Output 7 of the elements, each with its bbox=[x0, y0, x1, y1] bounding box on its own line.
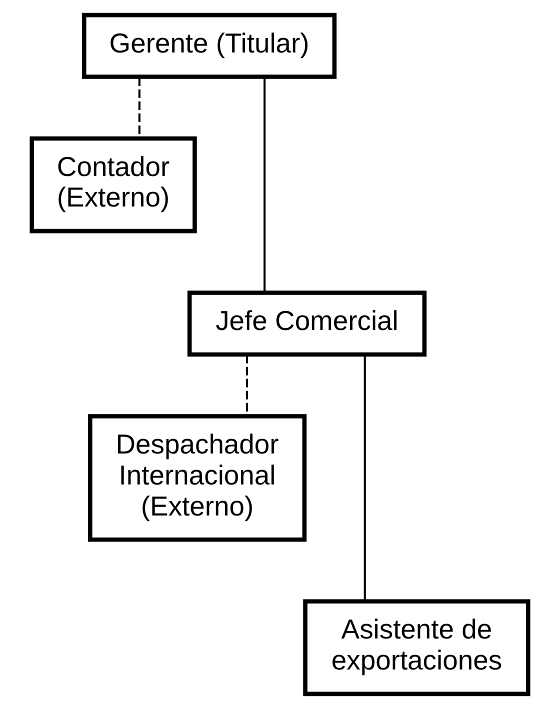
node-box: Jefe Comercial bbox=[187, 290, 427, 357]
node-box: Asistente de exportaciones bbox=[303, 599, 530, 696]
connector bbox=[264, 77, 266, 292]
connector bbox=[364, 354, 366, 602]
node-box: Contador (Externo) bbox=[30, 136, 197, 234]
node-box: Despachador Internacional (Externo) bbox=[88, 414, 307, 542]
node-box: Gerente (Titular) bbox=[82, 12, 337, 79]
